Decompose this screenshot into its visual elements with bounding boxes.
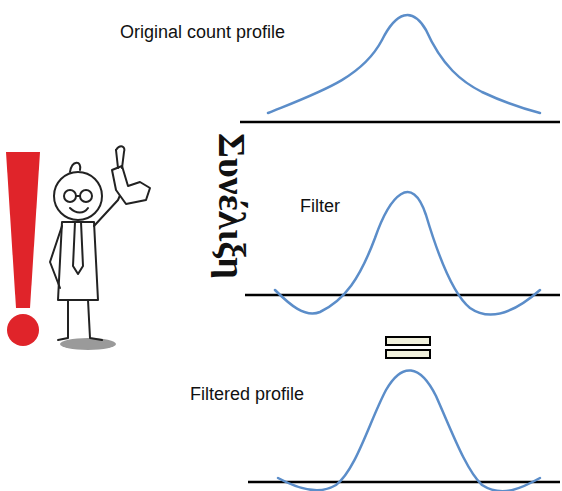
graph-label: Filter [300, 196, 340, 217]
axes [240, 122, 560, 482]
filter-curve [275, 192, 540, 314]
cartoon-man [50, 146, 150, 350]
graph-label: Original count profile [120, 22, 285, 43]
original-curve [268, 15, 540, 113]
filtered-curve [278, 370, 540, 491]
profile-curves [268, 15, 540, 491]
graph-label: Filtered profile [190, 384, 304, 405]
exclamation-mark [6, 152, 40, 346]
equals-sign [386, 337, 430, 358]
operation-label: Συνέλιξη [210, 133, 254, 279]
